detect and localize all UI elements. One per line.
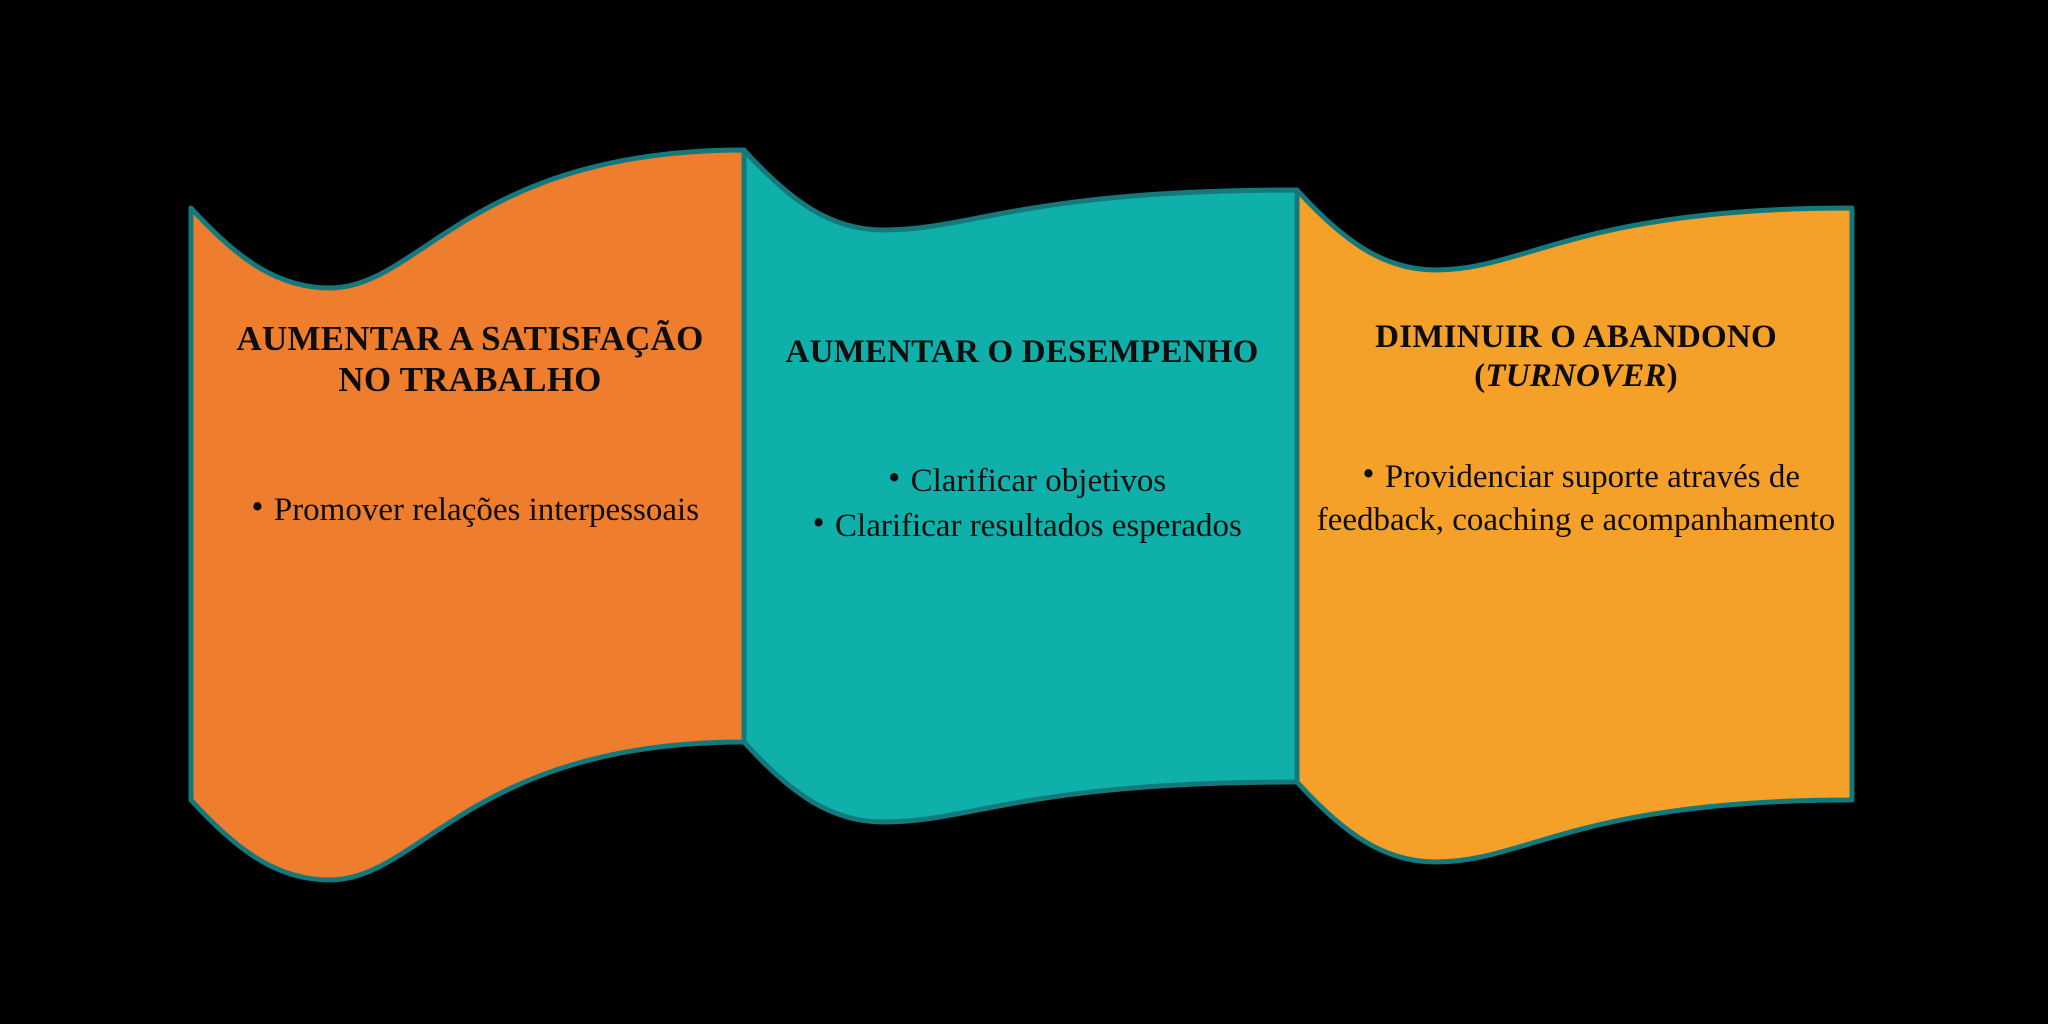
panel-content-abandono: DIMINUIR O ABANDONO (TURNOVER) •Providen… bbox=[1302, 318, 1850, 544]
bullet-list-satisfacao: •Promover relações interpessoais bbox=[196, 489, 744, 532]
panel-title-line-2: NO TRABALHO bbox=[338, 360, 602, 400]
bullet-dot-icon: • bbox=[812, 503, 825, 542]
panel-title-paren-open: ( bbox=[1474, 357, 1486, 394]
list-item-label: Clarificar resultados esperados bbox=[835, 507, 1242, 544]
list-item-label: Providenciar suporte através de feedback… bbox=[1316, 458, 1836, 538]
bullet-dot-icon: • bbox=[1362, 454, 1375, 493]
panel-title-paren-close: ) bbox=[1666, 357, 1678, 394]
panel-title-line-1: AUMENTAR A SATISFAÇÃO bbox=[236, 319, 704, 358]
bullet-dot-icon: • bbox=[251, 487, 264, 526]
panel-title-desempenho: AUMENTAR O DESEMPENHO bbox=[748, 333, 1296, 372]
list-item: •Promover relações interpessoais bbox=[196, 489, 744, 532]
panel-title-line-1: AUMENTAR O DESEMPENHO bbox=[785, 334, 1259, 370]
list-item-label: Promover relações interpessoais bbox=[273, 491, 700, 528]
bullets-wrapper-abandono: •Providenciar suporte através de feedbac… bbox=[1302, 456, 1850, 542]
bullets-wrapper-satisfacao: •Promover relações interpessoais bbox=[196, 489, 744, 532]
panel-title-line-1: DIMINUIR O ABANDONO bbox=[1375, 319, 1777, 355]
bullet-dot-icon: • bbox=[888, 458, 901, 497]
panel-content-desempenho: AUMENTAR O DESEMPENHO •Clarificar objeti… bbox=[748, 333, 1296, 550]
bullet-list-desempenho: •Clarificar objetivos •Clarificar result… bbox=[748, 460, 1296, 548]
panel-title-line-2: (TURNOVER) bbox=[1302, 357, 1850, 396]
bullets-wrapper-desempenho: •Clarificar objetivos •Clarificar result… bbox=[748, 460, 1296, 548]
list-item-label: Clarificar objetivos bbox=[910, 462, 1167, 499]
panel-title-satisfacao: AUMENTAR A SATISFAÇÃO NO TRABALHO bbox=[196, 318, 744, 401]
list-item: •Providenciar suporte através de feedbac… bbox=[1302, 456, 1850, 542]
panel-title-abandono: DIMINUIR O ABANDONO (TURNOVER) bbox=[1302, 318, 1850, 396]
panel-content-satisfacao: AUMENTAR A SATISFAÇÃO NO TRABALHO •Promo… bbox=[196, 318, 744, 533]
list-item: •Clarificar objetivos bbox=[748, 460, 1296, 503]
list-item: • Clarificar resultados esperados bbox=[748, 505, 1296, 548]
panel-title-emphasis: TURNOVER bbox=[1485, 357, 1667, 394]
ribbon-shape-abandono[interactable] bbox=[1294, 187, 1855, 865]
bullet-list-abandono: •Providenciar suporte através de feedbac… bbox=[1302, 456, 1850, 542]
